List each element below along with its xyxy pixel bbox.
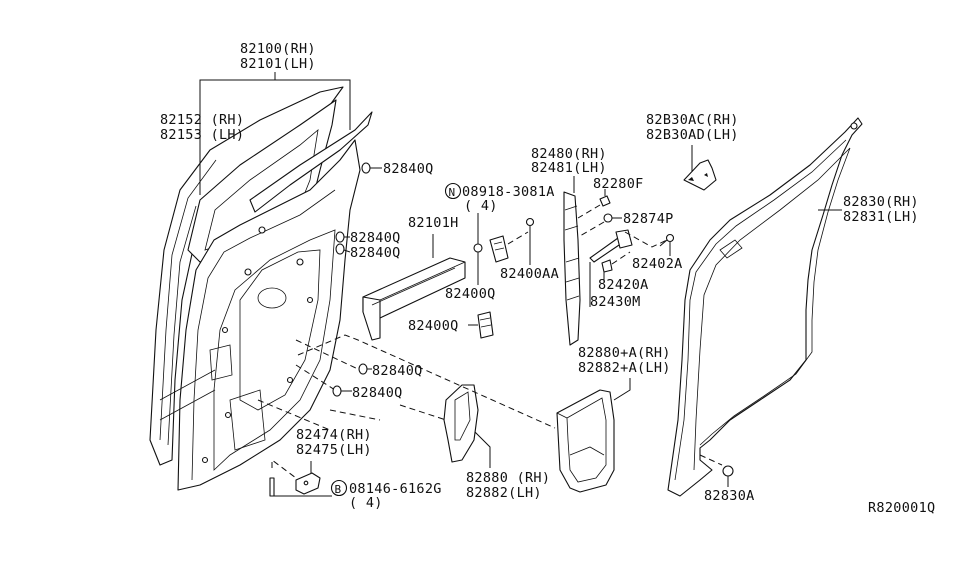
check-pin-82420a[interactable]: 82420A [598,251,649,293]
label-82153: 82153 (LH) [160,127,244,143]
label-nut: 08918-3081A [462,184,555,200]
label-82420a: 82420A [598,277,649,293]
screw-08146-6162g[interactable]: B 08146-6162G ( 4) [269,459,442,511]
check-link-82430m[interactable]: 82430M [589,229,668,310]
check-bolt-82402a[interactable]: 82402A [632,233,683,273]
label-82874p: 82874P [623,211,674,227]
label-82101: 82101(LH) [240,56,316,72]
label-82882a: 82882+A(LH) [578,360,671,376]
label-82474: 82474(RH) [296,427,372,443]
bushing-82874p[interactable]: 82874P [579,211,674,237]
label-82152: 82152 (RH) [160,112,244,128]
label-82831: 82831(LH) [843,209,919,225]
label-82481: 82481(LH) [531,160,607,176]
label-82b30ad: 82B30AD(LH) [646,127,739,143]
label-82400aa: 82400AA [500,266,559,282]
bracket-82400aa[interactable]: 82400AA [489,217,559,283]
label-82880a: 82880+A(RH) [578,345,671,361]
corner-cover-82b30[interactable]: 82B30AC(RH) 82B30AD(LH) [646,112,739,191]
label-plug-5: 82840Q [352,385,403,401]
nut-08918-3081a[interactable]: N 08918-3081A ( 4) [444,182,555,279]
handle-escutcheon-82880a[interactable]: 82880+A(RH) 82882+A(LH) [556,345,671,493]
label-screw-qty: ( 4) [349,495,383,511]
trim-cover-82101h[interactable]: 82101H [362,215,466,341]
label-82830a: 82830A [704,488,755,504]
clip-82830a[interactable]: 82830A [699,454,755,504]
label-82830: 82830(RH) [843,194,919,210]
label-82882: 82882(LH) [466,485,542,501]
label-plug-1: 82840Q [383,161,434,177]
label-82400q-lower: 82400Q [408,318,459,334]
label-82480: 82480(RH) [531,146,607,162]
plug-82840q-1[interactable]: 82840Q [361,161,434,177]
callout-door-panel: 82100(RH) 82101(LH) 82152 (RH) 82153 (LH… [160,41,351,195]
plug-82840q-2[interactable]: 82840Q [335,230,401,246]
plug-82840q-5[interactable]: 82840Q [295,364,403,401]
label-82475: 82475(LH) [296,442,372,458]
hinge-82480[interactable]: 82480(RH) 82481(LH) [531,146,607,346]
label-nut-qty: ( 4) [464,198,498,214]
label-screw: 08146-6162G [349,481,442,497]
door-panel-assembly[interactable] [149,86,373,491]
weatherstrip-82830[interactable]: 82830(RH) 82831(LH) [667,117,919,497]
label-82101h: 82101H [408,215,459,231]
nut-symbol: N [449,186,456,199]
plug-82840q-4[interactable]: 82840Q [295,339,423,379]
plug-82840q-3[interactable]: 82840Q [335,243,401,261]
inside-handle-82880[interactable]: 82880 (RH) 82882(LH) [443,384,550,501]
label-82430m: 82430M [590,294,641,310]
label-plug-2: 82840Q [350,230,401,246]
screw-symbol: B [335,483,342,496]
label-82402a: 82402A [632,256,683,272]
label-82b30ac: 82B30AC(RH) [646,112,739,128]
striker-plate-82474[interactable]: 82474(RH) 82475(LH) [295,427,372,495]
guide-lines [257,334,556,431]
label-plug-3: 82840Q [350,245,401,261]
label-82280f: 82280F [593,176,644,192]
label-82400q-mid: 82400Q [445,286,496,302]
bracket-82400q-mid: 82400Q [445,252,496,302]
bolt-82280f[interactable]: 82280F [577,176,644,219]
label-82880: 82880 (RH) [466,470,550,486]
label-plug-4: 82840Q [372,363,423,379]
label-82100: 82100(RH) [240,41,316,57]
reference-code: R820001Q [868,500,935,516]
bracket-82400q-lower[interactable]: 82400Q [408,311,494,339]
